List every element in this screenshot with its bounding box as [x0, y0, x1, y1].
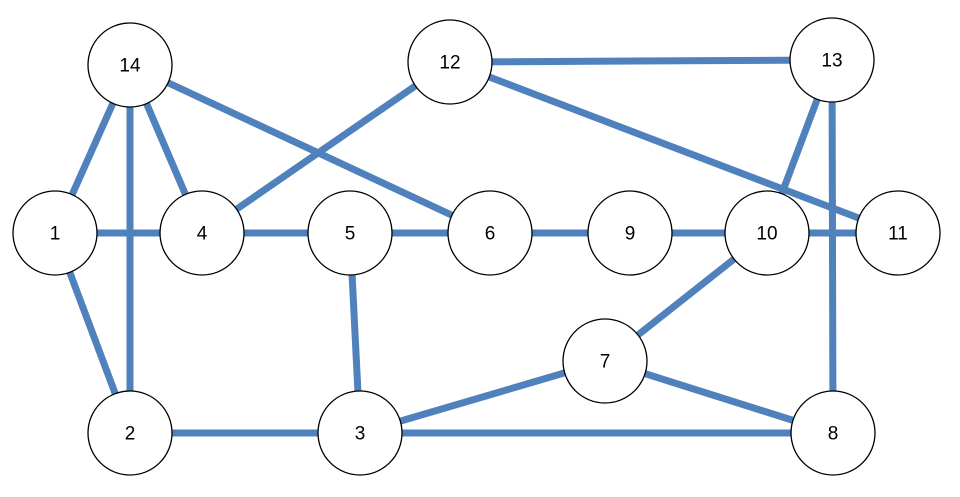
node-label: 11: [888, 224, 908, 245]
node-circle: [87, 22, 173, 108]
node-label: 9: [625, 224, 636, 245]
node-label: 14: [119, 56, 141, 77]
edge-12-11: [448, 58, 900, 237]
node-circle: [447, 190, 533, 276]
node-circle: [407, 19, 493, 105]
node-label: 10: [756, 224, 777, 245]
edge-4-12: [200, 59, 452, 236]
node-4: 4: [159, 190, 245, 276]
node-label: 5: [345, 224, 356, 245]
node-circle: [790, 390, 876, 476]
node-7: 7: [562, 318, 648, 404]
node-label: 7: [600, 352, 611, 373]
node-circle: [855, 190, 941, 276]
node-circle: [587, 190, 673, 276]
node-circle: [562, 318, 648, 404]
node-circle: [12, 190, 98, 276]
edge-12-13: [449, 56, 833, 66]
node-label: 13: [821, 51, 842, 72]
node-11: 11: [855, 190, 941, 276]
node-label: 1: [50, 224, 61, 245]
node-label: 12: [439, 53, 460, 74]
node-14: 14: [87, 22, 173, 108]
node-label: 4: [197, 224, 208, 245]
edge-14-6: [128, 61, 492, 237]
edge-13-8: [828, 59, 837, 434]
node-13: 13: [789, 17, 875, 103]
node-5: 5: [307, 190, 393, 276]
node-circle: [724, 190, 810, 276]
node-12: 12: [407, 19, 493, 105]
node-8: 8: [790, 390, 876, 476]
node-6: 6: [447, 190, 533, 276]
node-label: 6: [485, 224, 496, 245]
node-1: 1: [12, 190, 98, 276]
node-3: 3: [317, 390, 403, 476]
node-circle: [87, 390, 173, 476]
node-9: 9: [587, 190, 673, 276]
node-circle: [307, 190, 393, 276]
node-circle: [159, 190, 245, 276]
node-circle: [789, 17, 875, 103]
node-circle: [317, 390, 403, 476]
node-label: 2: [125, 424, 136, 445]
node-2: 2: [87, 390, 173, 476]
node-label: 3: [355, 424, 366, 445]
node-10: 10: [724, 190, 810, 276]
node-label: 8: [828, 424, 839, 445]
